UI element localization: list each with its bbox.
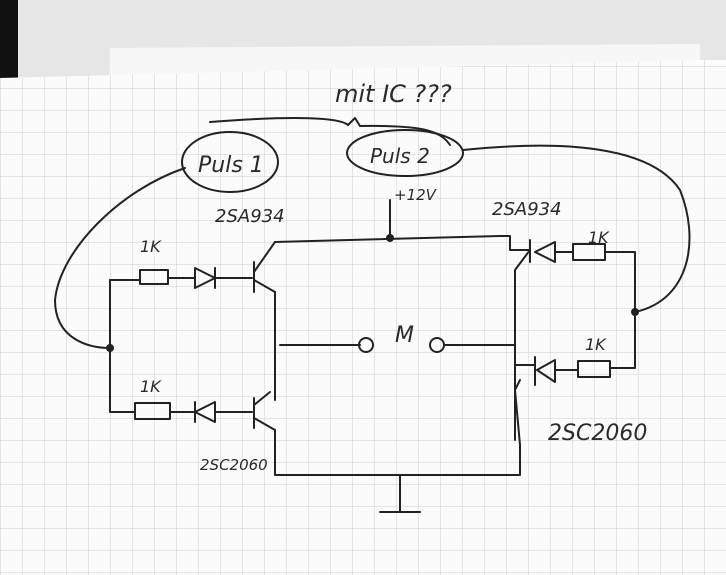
resistor-label: 1K: [140, 377, 162, 396]
resistor-label: 1K: [588, 228, 610, 247]
wires: [54, 117, 691, 513]
pulse1-ellipse: [181, 131, 279, 193]
grid: [0, 60, 726, 575]
transistor-top-right-label: 2SA934: [492, 199, 562, 220]
pulse2-label: Puls 2: [370, 144, 430, 168]
transistor-bottom-left-label: 2SC2060: [200, 456, 268, 474]
transistor-top-left-label: 2SA934: [215, 206, 285, 227]
transistor-bottom-right-label: 2SC2060: [548, 421, 647, 446]
title-note: mit IC ???: [335, 80, 452, 108]
motor-label: M: [395, 323, 414, 348]
pulse2-ellipse: [346, 129, 464, 177]
dark-edge: [0, 0, 18, 78]
supply-label: +12V: [394, 186, 438, 204]
pulse1-label: Puls 1: [198, 153, 264, 178]
resistor-label: 1K: [585, 335, 607, 354]
resistor-label: 1K: [140, 237, 162, 256]
